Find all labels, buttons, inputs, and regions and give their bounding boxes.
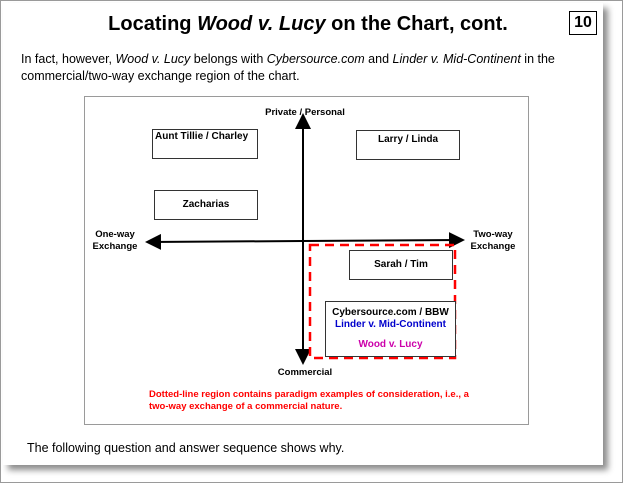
footer-text: The following question and answer sequen… [27,441,345,455]
slide-title: Locating Wood v. Lucy on the Chart, cont… [3,13,613,36]
axis-label-line: One-way [95,229,135,240]
case-box-sarah-tim: Sarah / Tim [349,250,453,280]
case-label: Aunt Tillie / Charley [155,131,249,142]
intro-case-cybersource: Cybersource.com [266,52,365,66]
case-box-aunt-tillie-charley: Aunt Tillie / Charley [152,129,258,159]
quadrant-diagram: Private / Personal Commercial One-way Ex… [84,96,529,425]
axis-label-private-personal: Private / Personal [265,107,345,118]
horizontal-axis-left [145,233,304,250]
title-case-name: Wood v. Lucy [197,13,326,35]
axis-label-line: Two-way [473,229,513,240]
axis-label-line: Exchange [470,241,516,252]
case-label: Larry / Linda [377,134,438,145]
axis-label-line: Exchange [92,241,138,252]
axis-label-commercial: Commercial [277,367,333,378]
case-box-commercial-cases: Cybersource.com / BBW Linder v. Mid-Cont… [325,301,456,357]
horizontal-axis-right [302,232,465,249]
case-label: Zacharias [182,199,230,210]
axis-label-one-way-exchange: One-way Exchange [87,229,143,253]
intro-text: In fact, however, Wood v. Lucy belongs w… [21,51,601,85]
title-suffix: on the Chart, cont. [325,13,508,35]
case-label: Sarah / Tim [374,259,428,270]
case-box-larry-linda: Larry / Linda [356,130,460,160]
page-number: 10 [569,11,597,35]
intro-segment: and [364,52,393,66]
intro-segment: In fact, however, [21,52,116,66]
case-box-zacharias: Zacharias [154,190,258,220]
axis-label-two-way-exchange: Two-way Exchange [465,229,521,253]
intro-segment: belongs with [190,52,267,66]
case-label-linder: Linder v. Mid-Continent [335,319,446,330]
title-prefix: Locating [108,13,198,35]
case-label-wood: Wood v. Lucy [358,339,423,350]
intro-segment: in the commercial/two-way exchange regio… [21,52,555,83]
case-label-cybersource: Cybersource.com / BBW [332,307,449,318]
intro-case-wood: Wood v. Lucy [115,52,191,66]
intro-case-linder: Linder v. Mid-Continent [392,52,521,66]
slide: Locating Wood v. Lucy on the Chart, cont… [3,3,603,465]
region-note: Dotted-line region contains paradigm exa… [149,389,469,412]
